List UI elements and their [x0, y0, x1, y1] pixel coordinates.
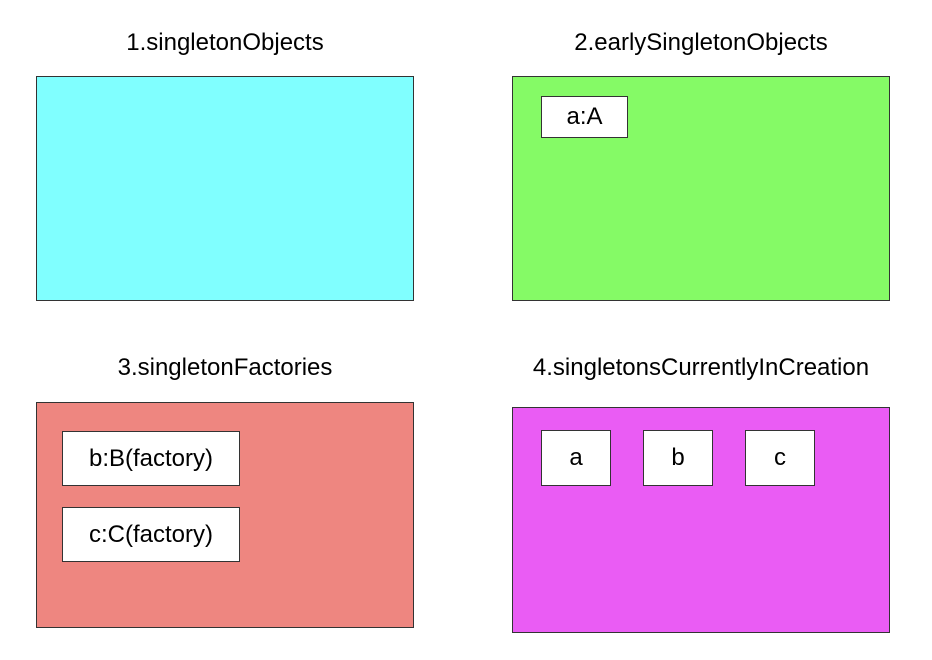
bean-item: b	[643, 430, 713, 486]
currently-in-creation-box: a b c	[512, 407, 890, 633]
panel-title: 4.singletonsCurrentlyInCreation	[532, 354, 870, 381]
early-singleton-objects-box: a:A	[512, 76, 890, 301]
panel-title: 3.singletonFactories	[117, 354, 333, 381]
bean-item: c:C(factory)	[62, 507, 240, 562]
bean-item: a:A	[541, 96, 628, 138]
bean-item: a	[541, 430, 611, 486]
bean-item: c	[745, 430, 815, 486]
panel-title: 2.earlySingletonObjects	[574, 29, 828, 56]
panel-title: 1.singletonObjects	[126, 29, 324, 56]
singleton-factories-box: b:B(factory) c:C(factory)	[36, 402, 414, 628]
bean-item: b:B(factory)	[62, 431, 240, 486]
singleton-objects-box	[36, 76, 414, 301]
